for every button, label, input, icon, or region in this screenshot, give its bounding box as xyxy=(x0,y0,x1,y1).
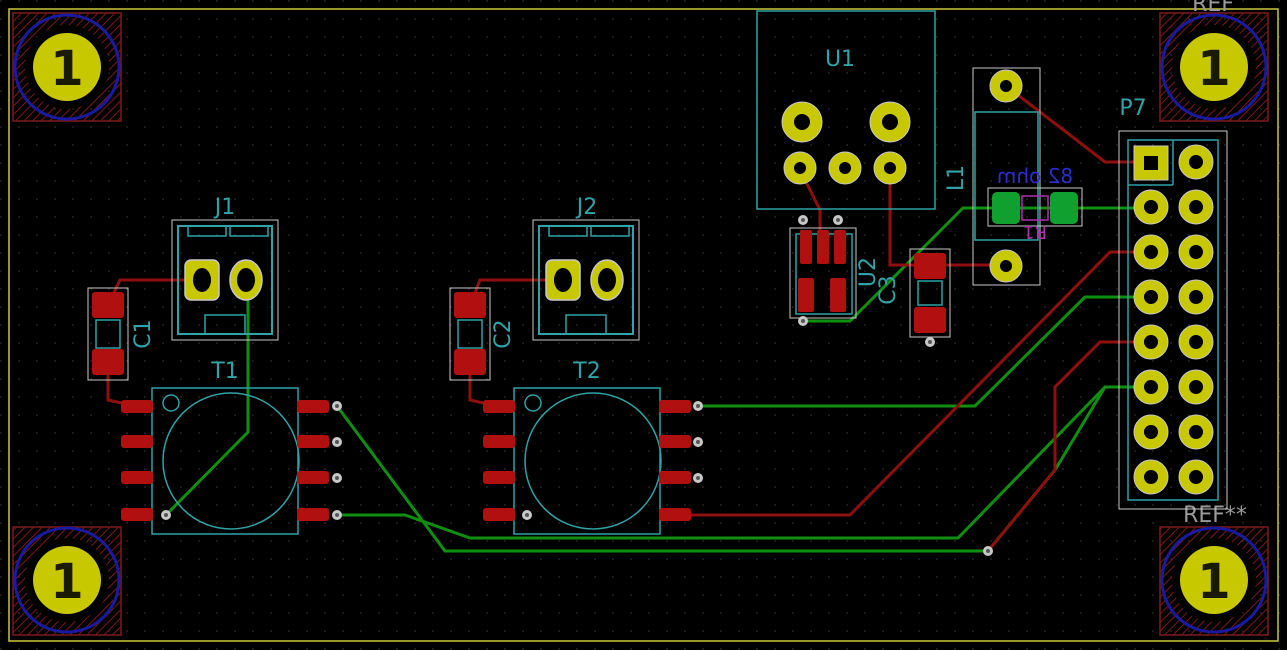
j1-label: J1 xyxy=(213,195,236,220)
p7-pin-hole xyxy=(1144,200,1158,214)
header-p7: P7 xyxy=(1118,96,1228,510)
component-u2: U2 xyxy=(789,227,881,319)
p7-pin-array xyxy=(1133,144,1214,495)
c1-label: C1 xyxy=(131,319,156,348)
t1-label: T1 xyxy=(210,359,238,384)
l1-label: L1 xyxy=(944,165,969,191)
p7-pin-hole xyxy=(1189,425,1203,439)
transformer-t2: T2 xyxy=(483,359,691,535)
board-edge-outline xyxy=(8,8,1279,642)
vias xyxy=(161,215,993,556)
c2-label: C2 xyxy=(491,319,516,348)
p7-pin-hole xyxy=(1144,245,1158,259)
r1-ref-label: R1 xyxy=(1023,221,1047,242)
p7-label: P7 xyxy=(1119,96,1146,121)
hole-label: 1 xyxy=(50,554,83,610)
t2-label: T2 xyxy=(572,359,600,384)
u1-label: U1 xyxy=(825,47,855,72)
p7-pin-hole xyxy=(1144,290,1158,304)
transformer-t1: T1 xyxy=(121,359,329,535)
hole-ref-label: REF** xyxy=(1183,503,1247,528)
hole-label: 1 xyxy=(50,41,83,97)
resistor-r1: 82 ohm R1 xyxy=(987,164,1083,242)
p7-pin-hole xyxy=(1144,380,1158,394)
p7-pin-hole xyxy=(1144,335,1158,349)
p7-pin-hole xyxy=(1144,470,1158,484)
p7-pin-hole xyxy=(1189,290,1203,304)
p7-pin-hole xyxy=(1189,245,1203,259)
hole-label: 1 xyxy=(1197,41,1230,97)
capacitor-c3: C3 xyxy=(876,248,951,338)
j2-label: J2 xyxy=(575,195,598,220)
mounting-hole-bottom-right: 1 REF** xyxy=(1159,503,1269,636)
u2-label: U2 xyxy=(856,257,881,287)
capacitor-c1: C1 xyxy=(87,287,156,381)
p7-pin-hole xyxy=(1189,470,1203,484)
p7-pin-hole xyxy=(1189,155,1203,169)
component-u1: U1 xyxy=(756,10,936,210)
p7-pin-hole xyxy=(1189,380,1203,394)
connector-j2: J2 xyxy=(532,195,640,341)
hole-label: 1 xyxy=(1197,554,1230,610)
mounting-hole-top-right: 1 REF xyxy=(1159,0,1269,122)
mounting-hole-bottom-left: 1 xyxy=(12,526,122,636)
c3-label: C3 xyxy=(876,275,901,304)
r1-value-label: 82 ohm xyxy=(997,164,1073,188)
p7-pin-hole xyxy=(1189,335,1203,349)
p7-pin-hole xyxy=(1189,200,1203,214)
capacitor-c2: C2 xyxy=(449,287,516,381)
hole-ref-label: REF xyxy=(1192,0,1234,17)
p7-pin-hole xyxy=(1144,425,1158,439)
inductor-l1: L1 xyxy=(944,67,1041,286)
mounting-hole-top-left: 1 xyxy=(12,12,122,122)
connector-j1: J1 xyxy=(171,195,279,341)
